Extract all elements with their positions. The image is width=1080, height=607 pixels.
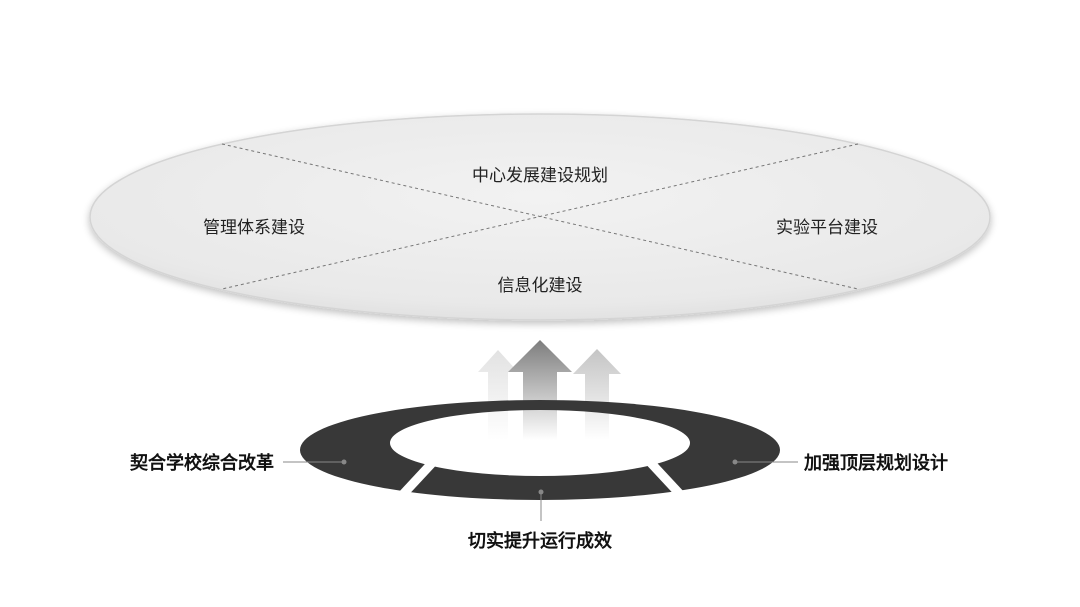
ring-gap-left [389, 458, 437, 509]
disc-divider-line-2 [221, 143, 859, 290]
bottom-ring [300, 400, 780, 509]
leader-dot-left [341, 459, 347, 465]
arrow-center-icon [508, 340, 572, 440]
ring-label-right: 加强顶层规划设计 [803, 452, 948, 474]
top-disc: 中心发展建设规划 管理体系建设 实验平台建设 信息化建设 [89, 113, 991, 321]
ring-label-left: 契合学校综合改革 [129, 452, 274, 474]
arrow-left-icon [478, 350, 518, 440]
disc-label-left: 管理体系建设 [203, 218, 305, 238]
ring-label-bottom: 切实提升运行成效 [468, 530, 613, 552]
upward-arrows [478, 340, 621, 440]
leader-dot-right [732, 459, 738, 465]
disc-label-top: 中心发展建设规划 [472, 166, 608, 186]
leader-dot-bottom [538, 489, 544, 495]
ring-gap-right [646, 458, 694, 509]
leader-lines [283, 459, 798, 521]
disc-label-right: 实验平台建设 [776, 218, 878, 238]
arrow-right-icon [573, 349, 621, 440]
disc-label-bottom: 信息化建设 [498, 276, 583, 296]
